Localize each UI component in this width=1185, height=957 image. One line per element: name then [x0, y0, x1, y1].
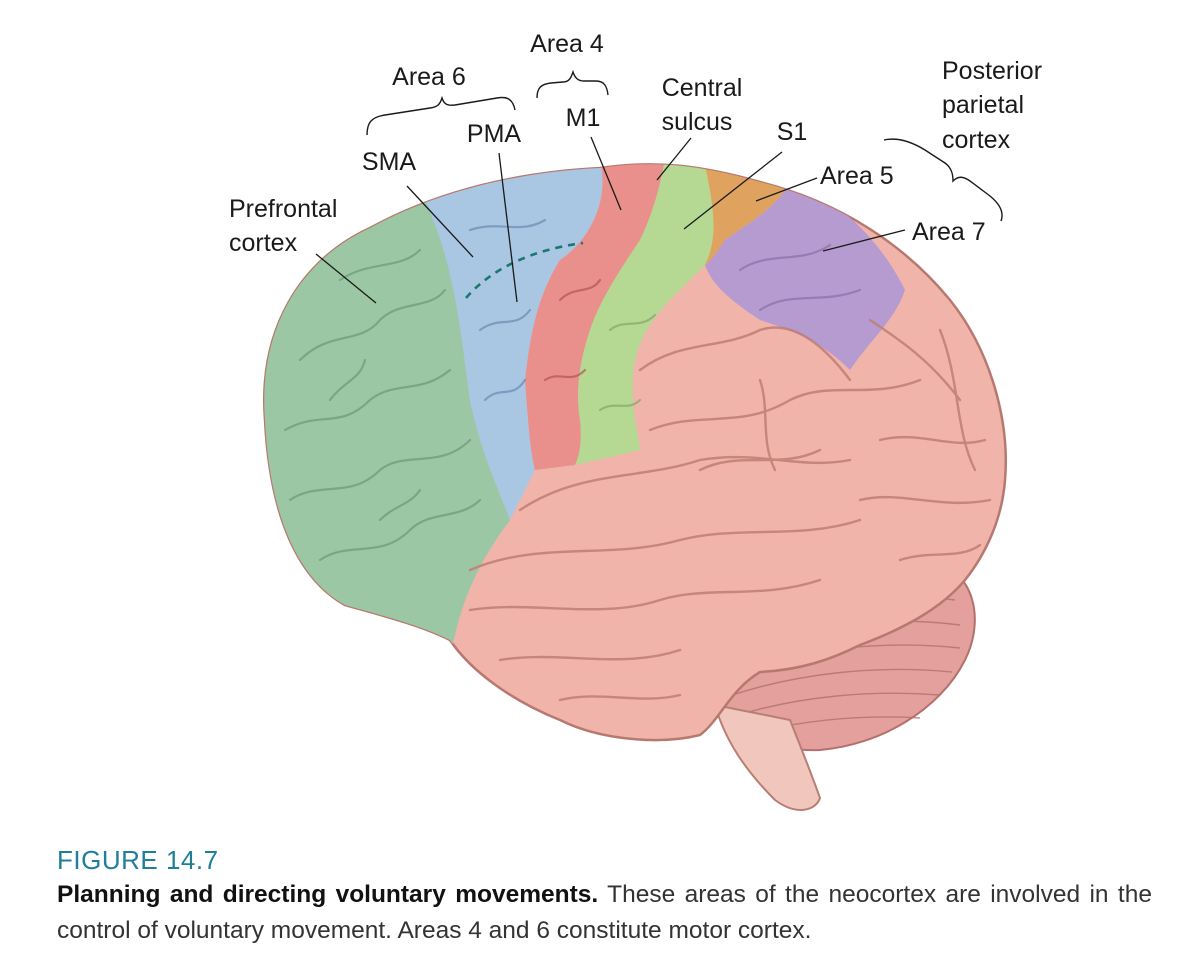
prefrontal-region — [264, 200, 510, 660]
area4-brace — [536, 69, 609, 99]
area6-label: Area 6 — [392, 63, 466, 91]
m1-label: M1 — [566, 104, 601, 132]
prefrontal-label-line1: Prefrontal — [229, 195, 337, 223]
somatosensory-region — [575, 164, 714, 465]
central-sulcus-label-line2: sulcus — [662, 108, 733, 136]
area5-label: Area 5 — [820, 162, 894, 190]
area4-label: Area 4 — [530, 30, 604, 58]
brain-diagram: Area 4 Area 6 M1 PMA SMA Central sulcus … — [229, 30, 1042, 811]
ppc-label-line1: Posterior — [942, 57, 1042, 85]
caption-body: These areas of the neocortex are involve… — [57, 881, 1152, 944]
s1-label: S1 — [777, 118, 808, 146]
figure-number: FIGURE 14.7 — [57, 845, 219, 875]
area7-label: Area 7 — [912, 218, 986, 246]
area7-region — [705, 182, 905, 370]
caption-title: Planning and directing voluntary movemen… — [57, 881, 599, 908]
area6-brace — [366, 95, 516, 136]
brainstem — [713, 703, 822, 811]
area5-region — [705, 165, 790, 265]
pma-label: PMA — [467, 120, 522, 148]
ppc-label-line2: parietal — [942, 91, 1024, 119]
figure-caption: FIGURE 14.7 Planning and directing volun… — [57, 843, 1152, 949]
sma-label: SMA — [362, 148, 417, 176]
ppc-label-line3: cortex — [942, 126, 1011, 154]
prefrontal-label-line2: cortex — [229, 229, 298, 257]
caption-text: Planning and directing voluntary movemen… — [57, 877, 1152, 949]
ppc-brace — [883, 138, 1003, 222]
leader-lines — [315, 136, 906, 304]
central-sulcus-label-line1: Central — [662, 74, 743, 102]
motor-region — [525, 164, 665, 470]
